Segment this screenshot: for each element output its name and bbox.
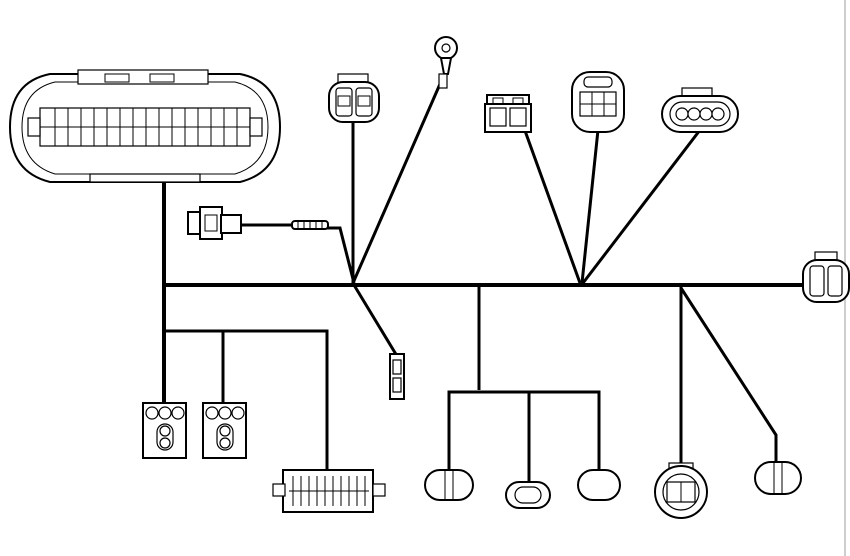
ecu-main-connector <box>8 69 282 183</box>
4pin-connector-wire <box>581 129 702 284</box>
connector-relay-2 <box>202 402 247 459</box>
connector-3pin-top <box>571 71 625 133</box>
connector-relay-1 <box>142 402 187 459</box>
connector-oval-3 <box>577 469 621 501</box>
connector-oval-right <box>754 461 802 495</box>
ring-terminal <box>434 36 458 89</box>
connector-4pin-top-right <box>661 87 739 133</box>
square-connector-wire <box>522 127 582 284</box>
harness-wires <box>162 83 807 482</box>
connector-oval-1 <box>424 469 474 501</box>
connector-right-end <box>802 251 850 303</box>
connector-round-bottom <box>654 462 708 519</box>
connector-oval-2 <box>505 481 551 509</box>
ring-terminal-wire <box>351 83 442 284</box>
3pin-connector-wire <box>580 129 600 284</box>
fuse-holder-wire <box>352 284 399 357</box>
oval-group-bus-wire <box>447 390 601 470</box>
connector-fuse-holder <box>389 353 405 400</box>
pigtail-wire-b <box>327 226 356 284</box>
connector-2pin-top-left <box>328 73 380 123</box>
oval-right-wire <box>679 287 778 462</box>
lower-left-bus-wire <box>164 329 329 470</box>
connector-square-top <box>484 94 532 133</box>
connector-inline-pigtail <box>187 206 329 240</box>
connector-multi-bottom <box>272 469 386 513</box>
